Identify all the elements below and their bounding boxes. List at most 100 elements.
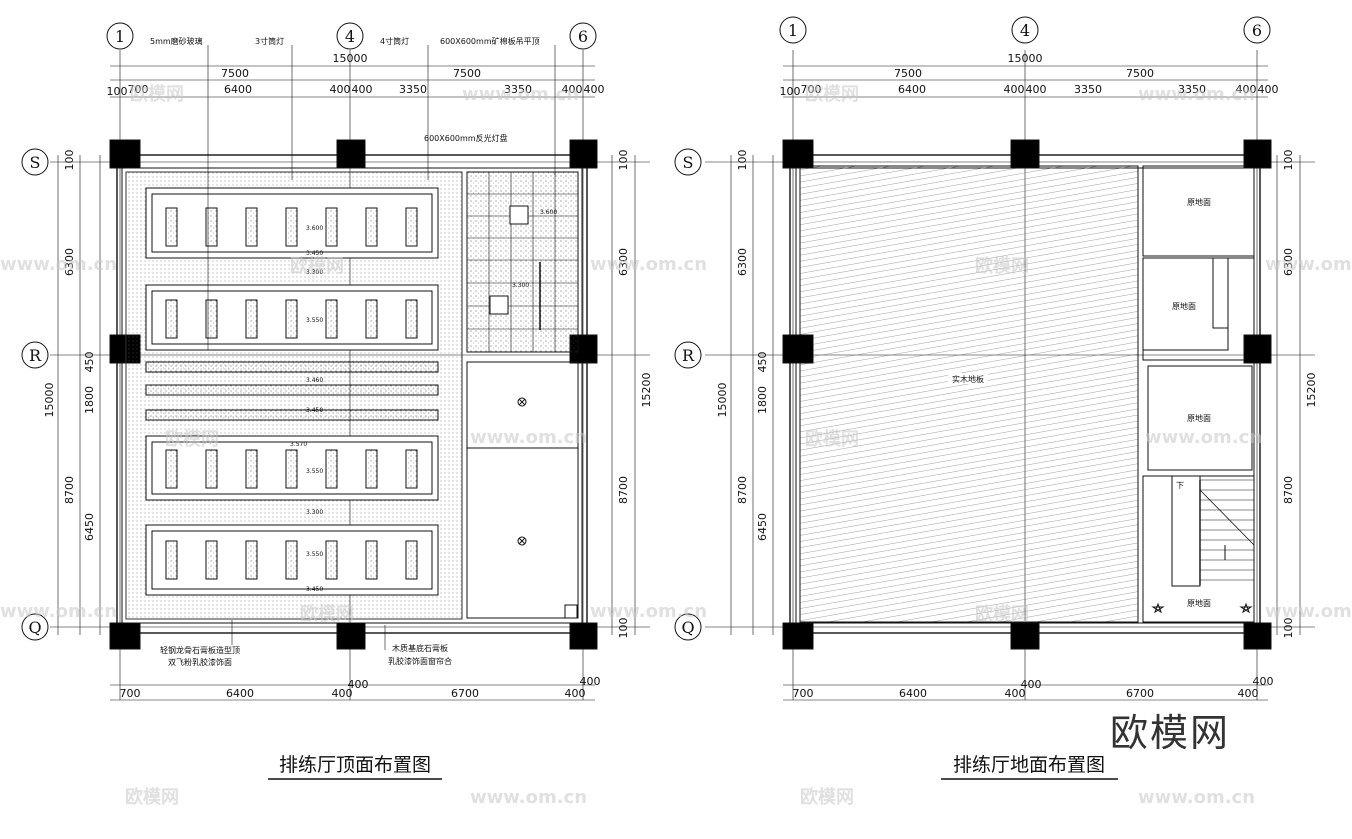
floor-dim-seg: 400 <box>1236 83 1257 96</box>
dim-seg: 400 <box>584 83 605 96</box>
svg-text:欧模网: 欧模网 <box>805 83 859 105</box>
floor-dim-right: 100 <box>1282 618 1295 639</box>
svg-text:www.om.cn: www.om.cn <box>1265 601 1352 622</box>
floor-dim-seg: 3350 <box>1178 83 1206 96</box>
ceiling-axis-bubbles <box>21 22 597 641</box>
room-label-3: 原地面 <box>1187 413 1211 423</box>
floor-axis-1-label: 1 <box>788 21 798 40</box>
ceiling-plan-title: 排练厅顶面布置图 <box>279 754 431 776</box>
svg-text:www.om.cn: www.om.cn <box>1138 787 1255 808</box>
floor-dim-bottom: 6400 <box>899 687 927 700</box>
floor-dim-bottom: 400 <box>1005 687 1026 700</box>
svg-text:www.om.cn: www.om.cn <box>590 601 707 622</box>
dim-seg: 3350 <box>504 83 532 96</box>
svg-text:3.550: 3.550 <box>306 468 323 475</box>
floor-dim-seg: 400 <box>1026 83 1047 96</box>
dim-bottom: 400 <box>565 687 586 700</box>
dim-seg: 400 <box>330 83 351 96</box>
room-label-4: 原地面 <box>1187 598 1211 608</box>
floor-dim-half: 7500 <box>894 67 922 80</box>
dim-right: 8700 <box>617 476 630 504</box>
svg-text:3.570: 3.570 <box>290 441 307 448</box>
note-wood-base: 木质基底石膏板 <box>392 643 448 653</box>
floor-dim-right: 100 <box>1282 150 1295 171</box>
dim-bottom: 6400 <box>226 687 254 700</box>
note-4in-downlight: 4寸筒灯 <box>380 36 409 46</box>
svg-text:www.om.cn: www.om.cn <box>1138 84 1255 105</box>
floor-dim-seg: 100 <box>780 85 801 98</box>
note-gypsum-ceiling: 轻钢龙骨石膏板造型顶 <box>160 645 240 655</box>
dim-seg: 100 <box>107 85 128 98</box>
svg-text:3.550: 3.550 <box>306 551 323 558</box>
svg-text:www.om.cn: www.om.cn <box>0 254 117 275</box>
svg-text:3.460: 3.460 <box>306 377 323 384</box>
floor-dim-bottom: 400 <box>1238 687 1259 700</box>
note-curtain-box: 乳胶漆饰面窗帘合 <box>388 656 452 666</box>
floor-dim-bottom: 400 <box>1253 675 1274 688</box>
floor-plan-title: 排练厅地面布置图 <box>953 754 1105 776</box>
svg-text:欧模网: 欧模网 <box>130 83 184 105</box>
svg-text:www.om.cn: www.om.cn <box>470 787 587 808</box>
svg-text:欧模网: 欧模网 <box>975 603 1029 625</box>
floor-axis-6-label: 6 <box>1252 21 1262 40</box>
svg-text:欧模网: 欧模网 <box>125 786 179 808</box>
note-3in-downlight: 3寸筒灯 <box>255 36 284 46</box>
svg-text:欧模网: 欧模网 <box>165 428 219 450</box>
dim-right-total: 15200 <box>640 373 653 408</box>
floor-dim-left-total: 15000 <box>716 383 729 418</box>
floor-dim-bottom: 6700 <box>1126 687 1154 700</box>
floor-dim-left: 1800 <box>756 386 769 414</box>
floor-dim-right-total: 15200 <box>1305 373 1318 408</box>
ceiling-light-fixtures <box>165 207 418 580</box>
svg-text:3.300: 3.300 <box>306 269 323 276</box>
brand-logo: 欧模网 <box>1110 711 1230 755</box>
dim-left-total: 15000 <box>43 383 56 418</box>
floor-dim-left: 6300 <box>736 248 749 276</box>
dim-left: 100 <box>63 150 76 171</box>
floor-axis-4-label: 4 <box>1020 21 1030 40</box>
svg-text:www.om.cn: www.om.cn <box>462 84 579 105</box>
floor-dim-seg: 6400 <box>898 83 926 96</box>
dim-left: 6450 <box>83 513 96 541</box>
dim-half-right: 7500 <box>453 67 481 80</box>
dim-left: 1800 <box>83 386 96 414</box>
dim-left: 6300 <box>63 248 76 276</box>
floor-label-bg <box>948 373 988 384</box>
svg-text:欧模网: 欧模网 <box>800 786 854 808</box>
svg-text:3.450: 3.450 <box>306 407 323 414</box>
svg-text:3.300: 3.300 <box>512 282 529 289</box>
floor-axis-q-label: Q <box>681 618 694 637</box>
svg-text:3.300: 3.300 <box>306 509 323 516</box>
floor-dim-seg: 3350 <box>1074 83 1102 96</box>
dim-half-left: 7500 <box>221 67 249 80</box>
svg-text:www.om.cn: www.om.cn <box>0 601 117 622</box>
axis-r-label: R <box>29 346 42 365</box>
stair-label-down: 下 <box>1176 481 1184 490</box>
svg-text:3.450: 3.450 <box>306 586 323 593</box>
floor-dim-total: 15000 <box>1008 52 1043 65</box>
floor-dim-seg: 400 <box>1004 83 1025 96</box>
svg-text:欧模网: 欧模网 <box>290 255 344 277</box>
axis-1-label: 1 <box>115 27 125 46</box>
dim-seg: 6400 <box>224 83 252 96</box>
floor-dim-left: 8700 <box>736 476 749 504</box>
note-light-panel: 600X600mm反光灯盘 <box>424 133 508 143</box>
floor-label-wood: 实木地板 <box>952 374 984 384</box>
svg-text:3.450: 3.450 <box>306 250 323 257</box>
ceiling-elevation-labels: 3.600 3.450 3.300 3.550 3.460 3.450 3.57… <box>290 209 557 593</box>
floor-dim-right: 6300 <box>1282 248 1295 276</box>
floor-axis-r-label: R <box>682 346 695 365</box>
floor-dim-left: 6450 <box>756 513 769 541</box>
svg-text:3.600: 3.600 <box>540 209 557 216</box>
svg-text:3.550: 3.550 <box>306 317 323 324</box>
floor-dim-seg: 700 <box>801 83 822 96</box>
dim-seg: 700 <box>128 83 149 96</box>
dim-right: 100 <box>617 618 630 639</box>
dim-right: 100 <box>617 150 630 171</box>
svg-text:www.om.cn: www.om.cn <box>590 254 707 275</box>
dim-bottom: 400 <box>332 687 353 700</box>
floor-dim-right: 8700 <box>1282 476 1295 504</box>
svg-text:欧模网: 欧模网 <box>300 603 354 625</box>
dim-bottom: 700 <box>120 687 141 700</box>
